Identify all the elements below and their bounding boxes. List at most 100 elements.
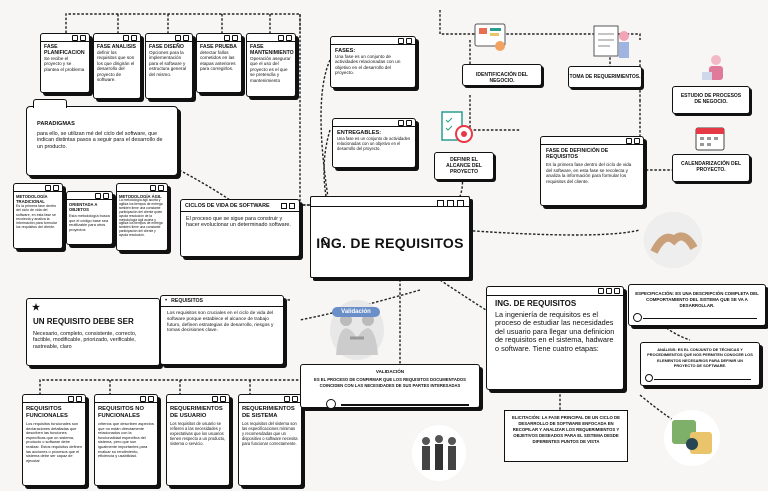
estudio-label: ESTUDIO DE PROCESOS DE NEGOCIO. bbox=[680, 93, 742, 105]
especificacion-body: ESPECIFICACIÓN: ES UNA DESCRIPCIÓN COMPL… bbox=[635, 291, 759, 308]
window-bar bbox=[41, 34, 89, 42]
metodologia-title: METODOLOGÍA TRADICIONAL bbox=[16, 194, 48, 204]
metodologia-body: Esta metodología busca que el código bas… bbox=[69, 214, 110, 232]
toma-label: TOMA DE REQUERIMIENTOS. bbox=[569, 74, 641, 80]
un-requisito-title: UN REQUISITO DEBE SER bbox=[33, 317, 134, 326]
toma-box: TOMA DE REQUERIMIENTOS. bbox=[568, 66, 642, 88]
requisitos-body: Los requisitos son cruciales en el ciclo… bbox=[167, 311, 274, 334]
elicitacion-body: ELICITACIÓN: LA FASE PRINCIPAL DE UN CIC… bbox=[512, 415, 620, 444]
paradigmas-box: PARADIGMAS para ello, se utilizan mé del… bbox=[26, 99, 178, 176]
radio-dot bbox=[321, 237, 329, 245]
fases-box: FASES: Una fase es un conjunto de activi… bbox=[330, 36, 416, 88]
window-bar bbox=[331, 37, 415, 45]
fase-title: FASE PLANIFICACION bbox=[44, 44, 85, 56]
tipo-title: REQUERIMIENTOS DE SISTEMA bbox=[242, 406, 295, 419]
progress-line bbox=[643, 317, 757, 319]
team-icon bbox=[422, 435, 456, 470]
entregables-box: ENTREGABLES: Una fase es un conjunto de … bbox=[332, 118, 416, 168]
calendarizacion-label: CALENDARIZACIÓN DEL PROYECTO. bbox=[681, 161, 741, 173]
elicitacion-box: ELICITACIÓN: LA FASE PRINCIPAL DE UN CIC… bbox=[504, 410, 628, 462]
window-bar bbox=[23, 395, 85, 403]
paradigmas-body: para ello, se utilizan mé del ciclo del … bbox=[37, 131, 163, 150]
puzzle-illustration bbox=[664, 410, 720, 466]
validacion-body: ES EL PROCESO DE CONFIRMAR QUE LOS REQUI… bbox=[314, 377, 466, 388]
ciclos-header: CICLOS DE VIDA DE SOFTWARE bbox=[181, 200, 299, 212]
star-icon bbox=[32, 298, 62, 311]
fase-title: FASE DISEÑO bbox=[149, 44, 184, 50]
definir-alcance-box: DEFINIR EL ALCANCE DEL PROYECTO bbox=[434, 152, 494, 180]
process-study-icon bbox=[700, 52, 732, 84]
metodologia-body: Es la primera fase dentro del ciclo de v… bbox=[16, 204, 57, 230]
fase-body: Se recibe el proyecto y se plantea el pr… bbox=[44, 56, 85, 72]
fase-title: FASE ANALISIS bbox=[97, 44, 137, 50]
fase-body: definir los requisitos que son los que d… bbox=[97, 50, 135, 83]
window-bar bbox=[167, 395, 229, 403]
metodologia-body: La metodología ágil acorta y agiliza los… bbox=[119, 198, 163, 238]
tipo-body: Los requisitos funcionales son declaraci… bbox=[26, 421, 83, 463]
identificacion-label: IDENTIFICACIÓN DEL NEGOCIO. bbox=[476, 72, 528, 84]
fase-definicion-title: FASE DE DEFINICIÓN DE REQUISITOS bbox=[546, 148, 609, 160]
metodologia-title: METODOLOGÍA ÁGIL bbox=[119, 194, 162, 199]
metodologia-agil-card: METODOLOGÍA ÁGIL La metodología ágil aco… bbox=[116, 183, 168, 251]
validacion-title: VALIDACIÓN bbox=[375, 369, 405, 374]
fase-title: FASE PRUEBA bbox=[200, 44, 237, 50]
ciclos-title: CICLOS DE VIDA DE SOFTWARE bbox=[185, 202, 270, 209]
window-bar bbox=[239, 395, 301, 403]
center-box: ING. DE REQUISITOS bbox=[310, 196, 470, 278]
entregables-title: ENTREGABLES: bbox=[337, 130, 382, 136]
entregables-body: Una fase es un conjunto de actividades r… bbox=[337, 136, 411, 151]
progress-line bbox=[341, 404, 469, 406]
progress-line bbox=[654, 378, 751, 380]
ing-def-body: La ingeniería de requisitos es el proces… bbox=[495, 310, 615, 353]
window-bar bbox=[541, 137, 643, 145]
window-bar bbox=[333, 119, 415, 127]
un-requisito-body: Necesario, completo, consistente, correc… bbox=[33, 331, 137, 350]
orientada-objetos-card: ORIENTADA A OBJETOS Esta metodología bus… bbox=[66, 191, 113, 245]
fase-diseno-card: FASE DISEÑO Opciones para la implementac… bbox=[145, 33, 193, 99]
window-bar bbox=[146, 34, 192, 42]
metodologia-tradicional-card: METODOLOGÍA TRADICIONAL Es la primera fa… bbox=[13, 183, 63, 249]
window-bar bbox=[487, 287, 623, 296]
window-bar bbox=[197, 34, 241, 42]
requisitos-header: • REQUISITOS bbox=[161, 296, 283, 307]
window-controls bbox=[311, 197, 469, 207]
tipo-title: REQUISITOS FUNCIONALES bbox=[26, 406, 68, 419]
calendarizacion-box: CALENDARIZACIÓN DEL PROYECTO. bbox=[672, 154, 750, 182]
handshake-icon bbox=[336, 314, 378, 355]
ciclos-body: El proceso que se sigue para construir y… bbox=[186, 216, 291, 229]
analisis-body: ANÁLISIS: ES EL CONJUNTO DE TÉCNICAS Y P… bbox=[647, 347, 753, 369]
gears-icon bbox=[672, 420, 712, 454]
requerimientos-usuario-card: REQUERIMIENTOS DE USUARIO Los requisitos… bbox=[166, 394, 230, 486]
fase-title: FASE MANTENIMIENTO bbox=[250, 44, 294, 56]
fase-planificacion-card: FASE PLANIFICACION Se recibe el proyecto… bbox=[40, 33, 90, 93]
especificacion-box: ESPECIFICACIÓN: ES UNA DESCRIPCIÓN COMPL… bbox=[628, 284, 766, 326]
fases-title: FASES: bbox=[335, 48, 356, 54]
window-controls bbox=[281, 202, 295, 209]
fase-body: Opciones para la implementación para el … bbox=[149, 50, 187, 77]
play-icon bbox=[326, 399, 336, 409]
team-illustration bbox=[412, 425, 466, 481]
analisis-box: ANÁLISIS: ES EL CONJUNTO DE TÉCNICAS Y P… bbox=[640, 342, 760, 386]
validacion-box: VALIDACIÓN ES EL PROCESO DE CONFIRMAR QU… bbox=[300, 364, 480, 409]
center-title: ING. DE REQUISITOS bbox=[316, 235, 464, 251]
calendar-icon bbox=[694, 124, 726, 152]
requirements-icon bbox=[588, 22, 632, 62]
checklist-target-icon bbox=[438, 110, 474, 146]
fase-prueba-card: FASE PRUEBA detectar fallos cometidos en… bbox=[196, 33, 242, 93]
un-requisito-box: UN REQUISITO DEBE SER Necesario, complet… bbox=[26, 298, 160, 366]
tipo-body: criterios que describen aspectos que no … bbox=[98, 421, 154, 459]
window-bar bbox=[117, 184, 167, 192]
folder-tab bbox=[33, 99, 67, 108]
estudio-box: ESTUDIO DE PROCESOS DE NEGOCIO. bbox=[672, 86, 750, 114]
requerimientos-sistema-card: REQUERIMIENTOS DE SISTEMA Los requisitos… bbox=[238, 394, 302, 486]
fase-analisis-card: FASE ANALISIS definir los requisitos que… bbox=[93, 33, 141, 99]
window-bar bbox=[94, 34, 140, 42]
metodologia-title: ORIENTADA A OBJETOS bbox=[69, 202, 98, 212]
fases-body: Una fase es un conjunto de actividades r… bbox=[335, 54, 401, 76]
bullet-icon: • bbox=[165, 298, 168, 304]
play-icon bbox=[633, 313, 642, 322]
business-identification-icon bbox=[472, 18, 508, 54]
ciclos-box: CICLOS DE VIDA DE SOFTWARE El proceso qu… bbox=[180, 199, 300, 257]
fase-definicion-box: FASE DE DEFINICIÓN DE REQUISITOS Es la p… bbox=[540, 136, 644, 206]
fase-mantenimiento-card: FASE MANTENIMIENTO Operación asegurar qu… bbox=[246, 33, 296, 97]
